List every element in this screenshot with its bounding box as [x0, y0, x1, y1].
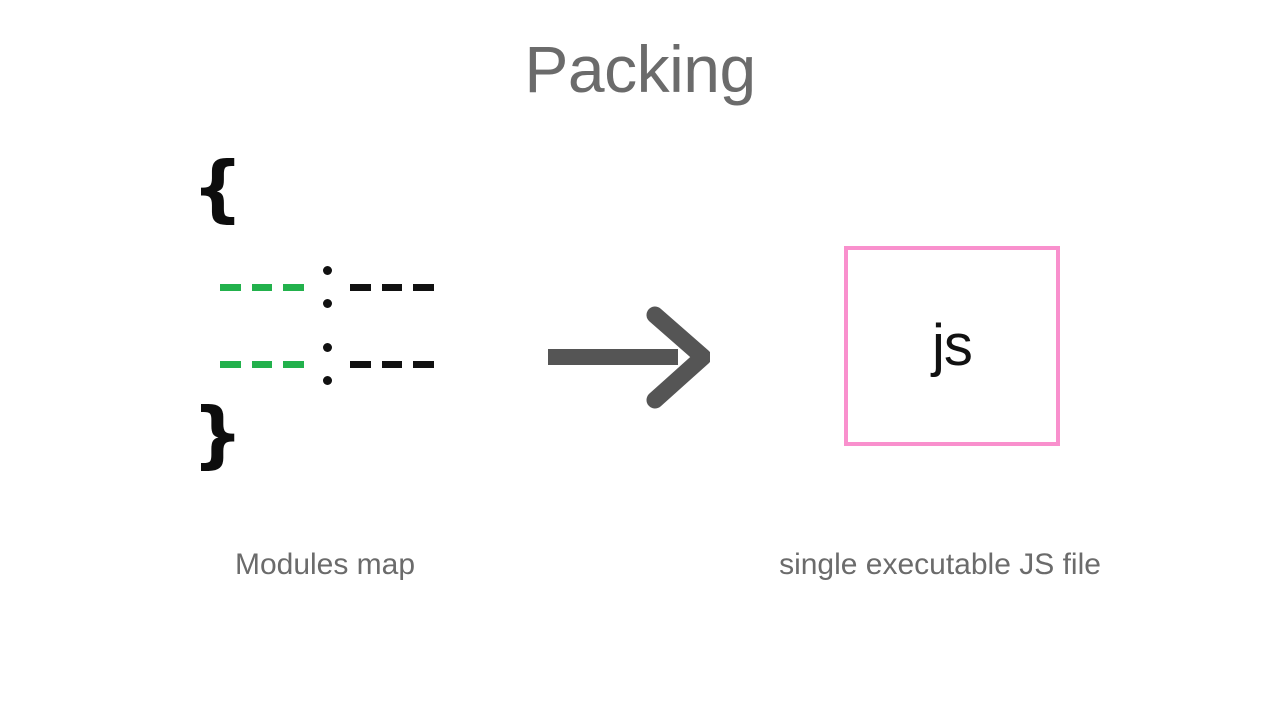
modules-map-entry-2: [220, 343, 490, 385]
brace-close: }: [192, 392, 244, 476]
colon-dot-bottom: [323, 299, 332, 308]
dash-segment: [350, 360, 371, 368]
module-value-dashes: [350, 283, 435, 291]
dash-segment: [283, 360, 305, 368]
dash-segment: [413, 283, 435, 291]
modules-map-caption: Modules map: [234, 548, 416, 581]
modules-map-diagram: {: [180, 152, 480, 500]
dash-segment: [350, 283, 371, 291]
module-value-dashes: [350, 360, 435, 368]
dash-segment: [381, 360, 403, 368]
arrow-right-icon: [545, 305, 710, 410]
module-key-dashes: [220, 360, 305, 368]
colon-separator: [316, 343, 338, 385]
output-caption: single executable JS file: [779, 548, 1101, 581]
dash-segment: [220, 283, 241, 291]
dash-segment: [251, 360, 273, 368]
dash-segment: [283, 283, 305, 291]
dash-segment: [251, 283, 273, 291]
dash-segment: [381, 283, 403, 291]
dash-segment: [220, 360, 241, 368]
modules-map-entry-1: [220, 266, 490, 308]
colon-dot-bottom: [323, 376, 332, 385]
page-title: Packing: [524, 32, 756, 106]
js-box-label: js: [932, 313, 973, 378]
brace-open: {: [192, 146, 244, 230]
output-js-box: js: [844, 246, 1060, 446]
colon-separator: [316, 266, 338, 308]
colon-dot-top: [323, 266, 332, 275]
colon-dot-top: [323, 343, 332, 352]
dash-segment: [413, 360, 435, 368]
module-key-dashes: [220, 283, 305, 291]
